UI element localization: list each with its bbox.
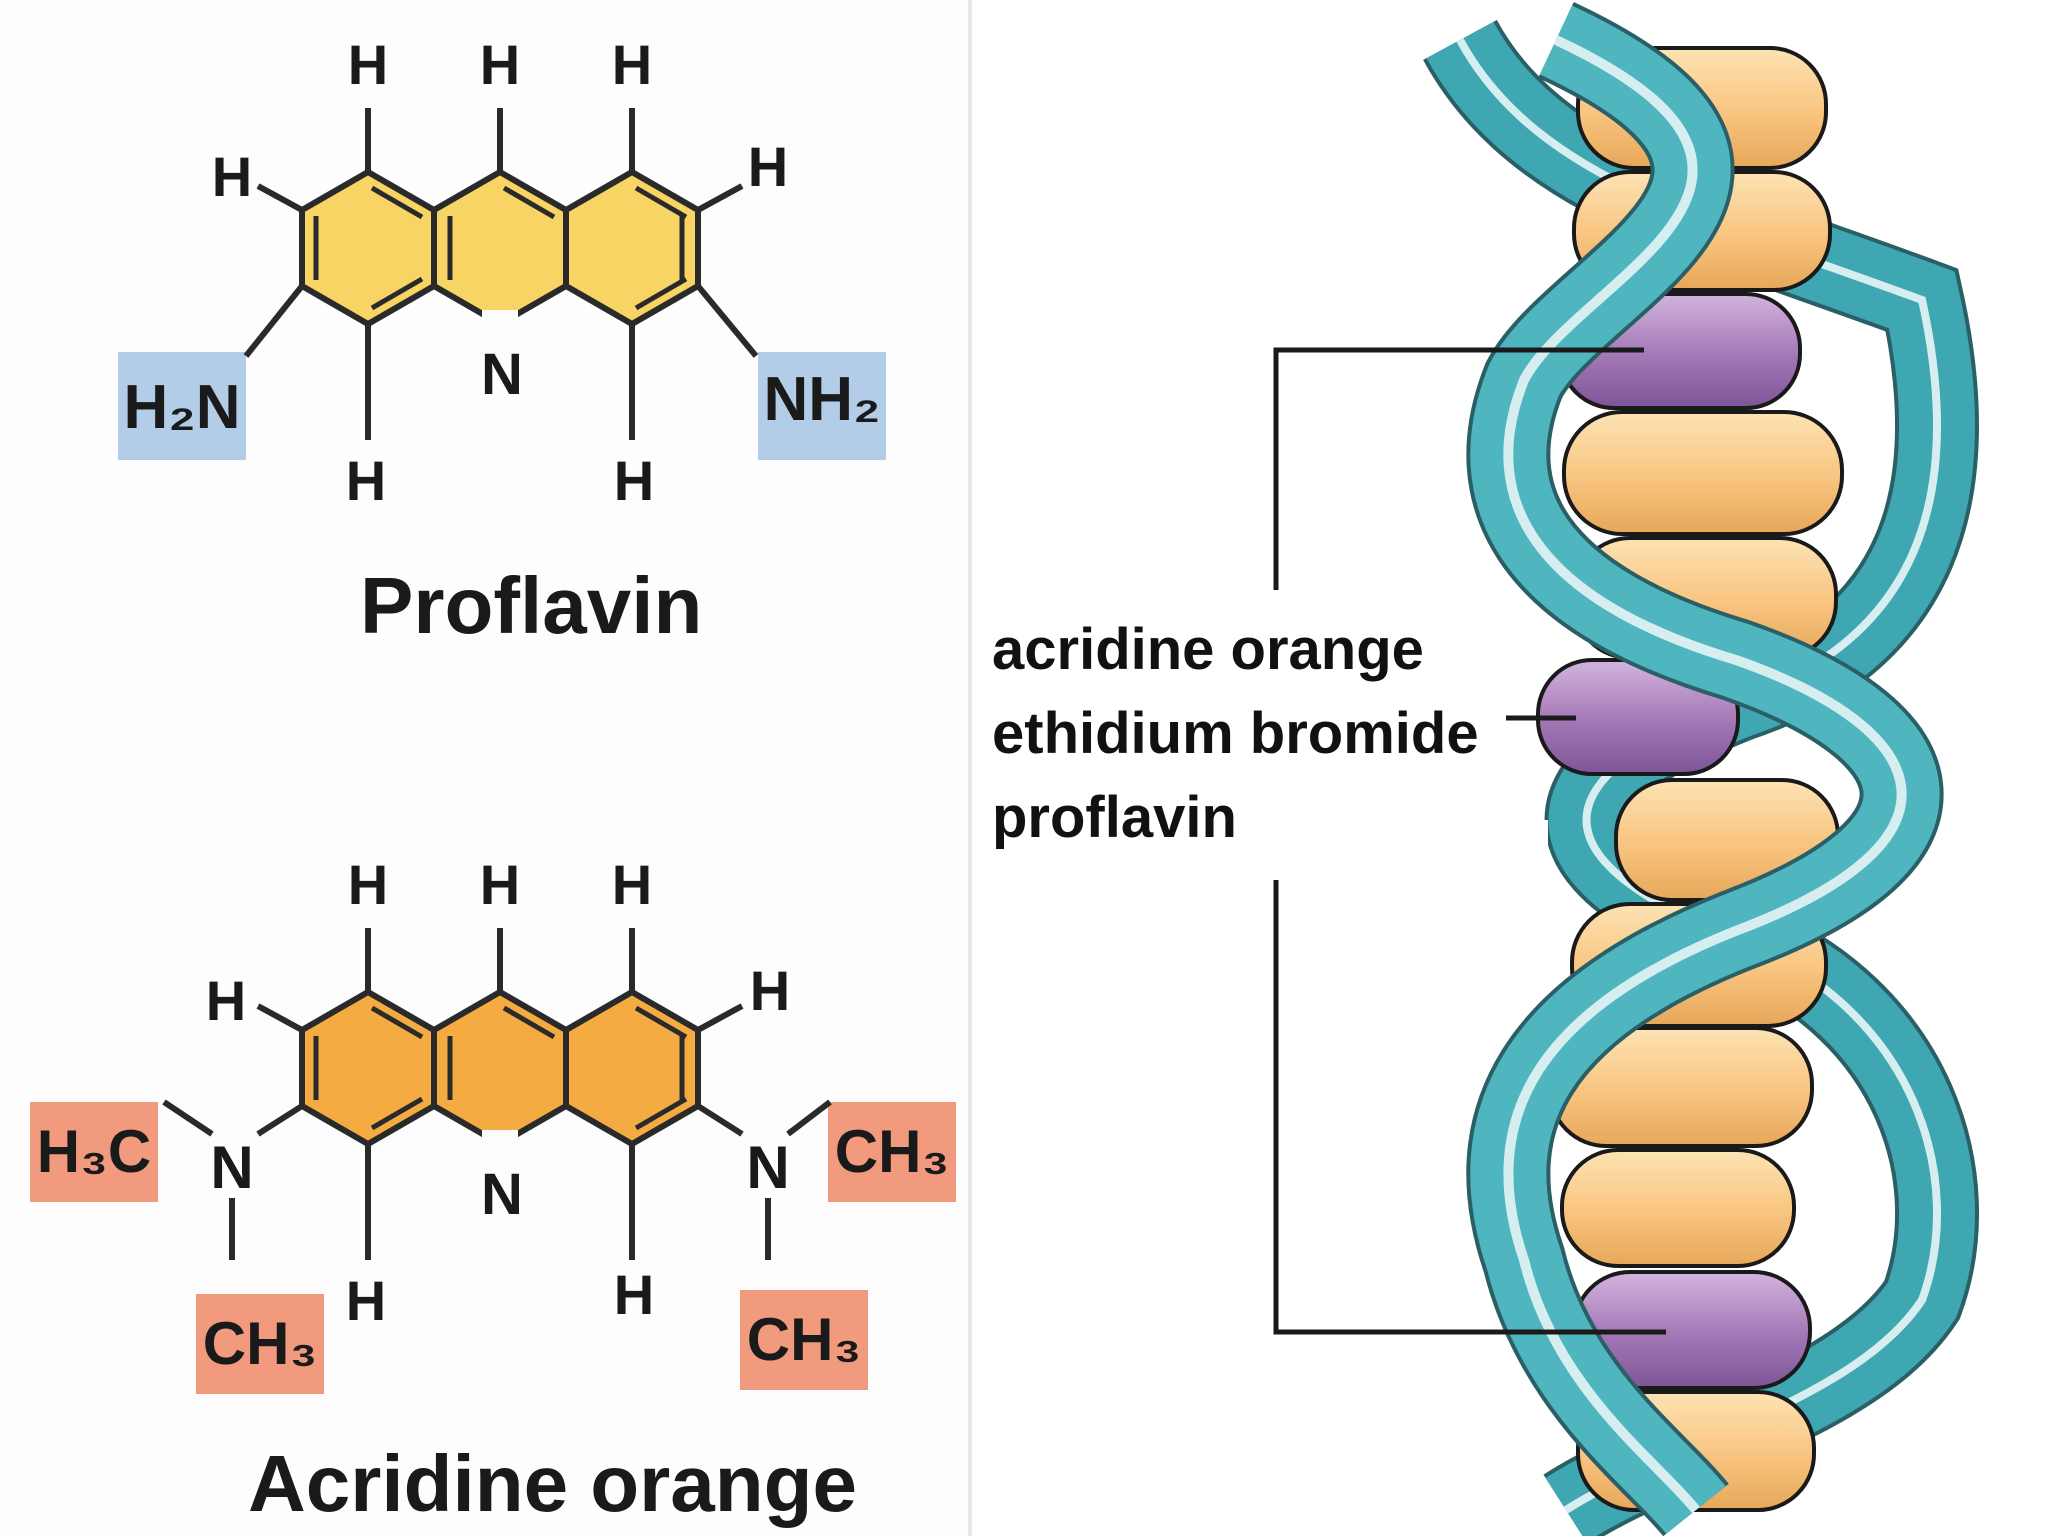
ao-h-top-right: H xyxy=(612,853,652,916)
proflavin-rings xyxy=(299,169,701,327)
label-proflavin: proflavin xyxy=(992,785,1237,850)
proflavin-h-bottom-left: H xyxy=(346,449,386,512)
proflavin-h-top-left: H xyxy=(348,33,388,96)
proflavin-h-top-right: H xyxy=(612,33,652,96)
methyl-left-bottom-highlight xyxy=(196,1294,324,1394)
amine-left-highlight xyxy=(118,352,246,460)
base-pair xyxy=(1562,410,1844,536)
ao-methyl-left-top: H₃C xyxy=(37,1118,151,1185)
ao-h-bottom-right: H xyxy=(614,1263,654,1326)
ao-n-left: N xyxy=(210,1134,253,1201)
acridine-orange-rings xyxy=(299,989,701,1147)
ao-h-bottom-left: H xyxy=(346,1269,386,1332)
proflavin-structure: H H H H H N H H H₂N NH₂ xyxy=(118,33,886,512)
methyl-right-top-highlight xyxy=(828,1102,956,1202)
proflavin-h-right: H xyxy=(748,135,788,198)
dna-helix-panel: acridine orange ethidium bromide proflav… xyxy=(976,0,2048,1536)
ao-methyl-right-bottom: CH₃ xyxy=(747,1306,861,1373)
structures-panel: H H H H H N H H H₂N NH₂ Proflavin xyxy=(0,0,972,1536)
ao-h-left: H xyxy=(206,969,246,1032)
leader-lines xyxy=(1273,347,1666,1335)
acridine-orange-structure: H H H H H N H H N N H₃C CH₃ CH₃ CH₃ xyxy=(30,853,956,1394)
methyl-right-bottom-highlight xyxy=(740,1290,868,1390)
label-acridine-orange: acridine orange xyxy=(992,617,1424,682)
amine-right-highlight xyxy=(758,352,886,460)
ao-h-top-left: H xyxy=(348,853,388,916)
proflavin-h-top-mid: H xyxy=(480,33,520,96)
ao-methyl-left-bottom: CH₃ xyxy=(203,1310,317,1377)
methyl-left-top-highlight xyxy=(30,1102,158,1202)
label-ethidium-bromide: ethidium bromide xyxy=(992,701,1479,766)
ao-ring-n: N xyxy=(481,1162,523,1227)
dna-helix-diagram xyxy=(1273,1,1980,1536)
proflavin-amine-left: H₂N xyxy=(123,373,240,442)
proflavin-caption: Proflavin xyxy=(360,561,703,650)
ao-n-right: N xyxy=(746,1134,789,1201)
dna-front-strand xyxy=(1466,1,1944,1536)
ao-methyl-right-top: CH₃ xyxy=(835,1118,949,1185)
ao-h-right: H xyxy=(750,959,790,1022)
proflavin-h-left: H xyxy=(212,145,252,208)
proflavin-ring-n: N xyxy=(481,342,523,407)
proflavin-h-bottom-right: H xyxy=(614,449,654,512)
base-pair xyxy=(1560,1148,1796,1268)
acridine-orange-caption: Acridine orange xyxy=(248,1439,858,1528)
proflavin-amine-right: NH₂ xyxy=(763,365,880,434)
ao-h-top-mid: H xyxy=(480,853,520,916)
